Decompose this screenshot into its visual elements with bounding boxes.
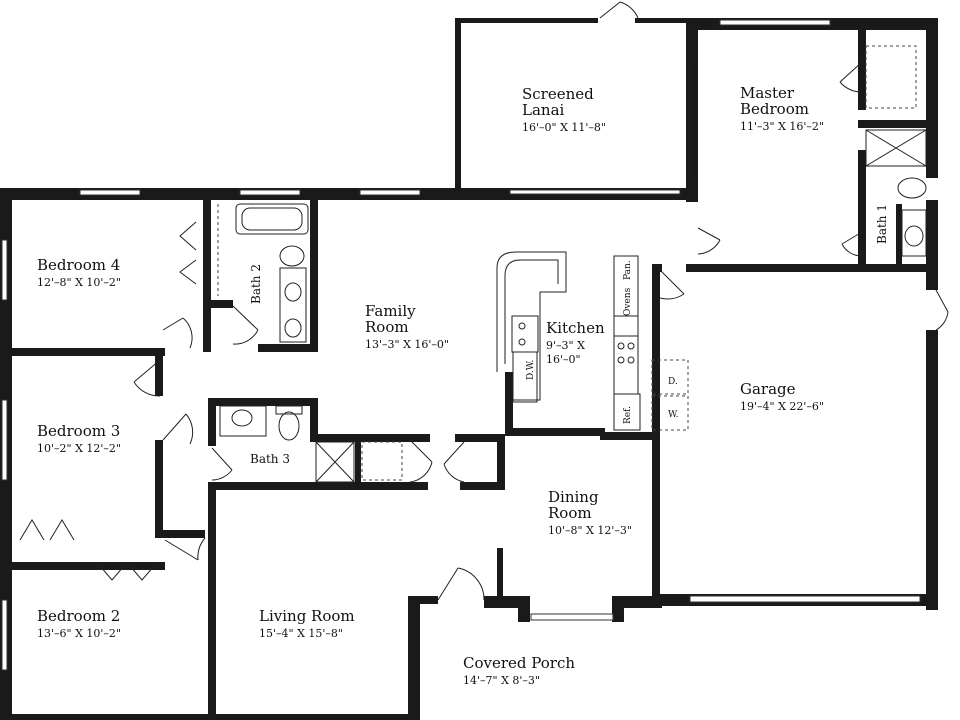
washer-label: W. bbox=[668, 410, 679, 420]
pantry-label: Pan. bbox=[623, 260, 633, 280]
master-bedroom-dims: 11'–3" X 16'–2" bbox=[740, 120, 824, 133]
fixtures bbox=[217, 45, 927, 483]
screened-lanai-name-1: Screened bbox=[522, 85, 594, 103]
bedroom-2-dims: 13'–6" X 10'–2" bbox=[37, 627, 121, 640]
doors bbox=[19, 1, 949, 601]
bedroom-4-name: Bedroom 4 bbox=[37, 256, 120, 274]
garage-dims: 19'–4" X 22'–6" bbox=[740, 400, 824, 413]
dining-room-name-2: Room bbox=[548, 504, 592, 522]
windows bbox=[1, 19, 921, 671]
kitchen-dims-2: 16'–0" bbox=[546, 353, 581, 366]
dining-room-name-1: Dining bbox=[548, 488, 599, 506]
covered-porch-name: Covered Porch bbox=[463, 654, 575, 672]
refrigerator-label: Ref. bbox=[623, 406, 633, 424]
bath-3-label: Bath 3 bbox=[250, 452, 290, 466]
bedroom-2-name: Bedroom 2 bbox=[37, 607, 120, 625]
room-labels: Screened Lanai 16'–0" X 11'–8" Master Be… bbox=[37, 84, 889, 687]
family-room-name-2: Room bbox=[365, 318, 409, 336]
living-room-dims: 15'–4" X 15'–8" bbox=[259, 627, 343, 640]
bedroom-3-name: Bedroom 3 bbox=[37, 422, 120, 440]
bedroom-3-dims: 10'–2" X 12'–2" bbox=[37, 442, 121, 455]
master-bedroom-name-1: Master bbox=[740, 84, 795, 102]
living-room-name: Living Room bbox=[259, 607, 355, 625]
family-room-dims: 13'–3" X 16'–0" bbox=[365, 338, 449, 351]
dryer-label: D. bbox=[668, 377, 678, 387]
bath-2-label: Bath 2 bbox=[249, 264, 263, 304]
ovens-label: Ovens bbox=[623, 287, 633, 316]
kitchen-dims-1: 9'–3" X bbox=[546, 339, 585, 352]
kitchen-name: Kitchen bbox=[546, 319, 605, 337]
bedroom-4-dims: 12'–8" X 10'–2" bbox=[37, 276, 121, 289]
screened-lanai-name-2: Lanai bbox=[522, 101, 565, 119]
dishwasher-label: D.W. bbox=[526, 360, 536, 380]
garage-name: Garage bbox=[740, 380, 796, 398]
dining-room-dims: 10'–8" X 12'–3" bbox=[548, 524, 632, 537]
screened-lanai-dims: 16'–0" X 11'–8" bbox=[522, 121, 606, 134]
master-bedroom-name-2: Bedroom bbox=[740, 100, 809, 118]
bath-1-label: Bath 1 bbox=[875, 204, 889, 244]
family-room-name-1: Family bbox=[365, 302, 416, 320]
covered-porch-dims: 14'–7" X 8'–3" bbox=[463, 674, 540, 687]
